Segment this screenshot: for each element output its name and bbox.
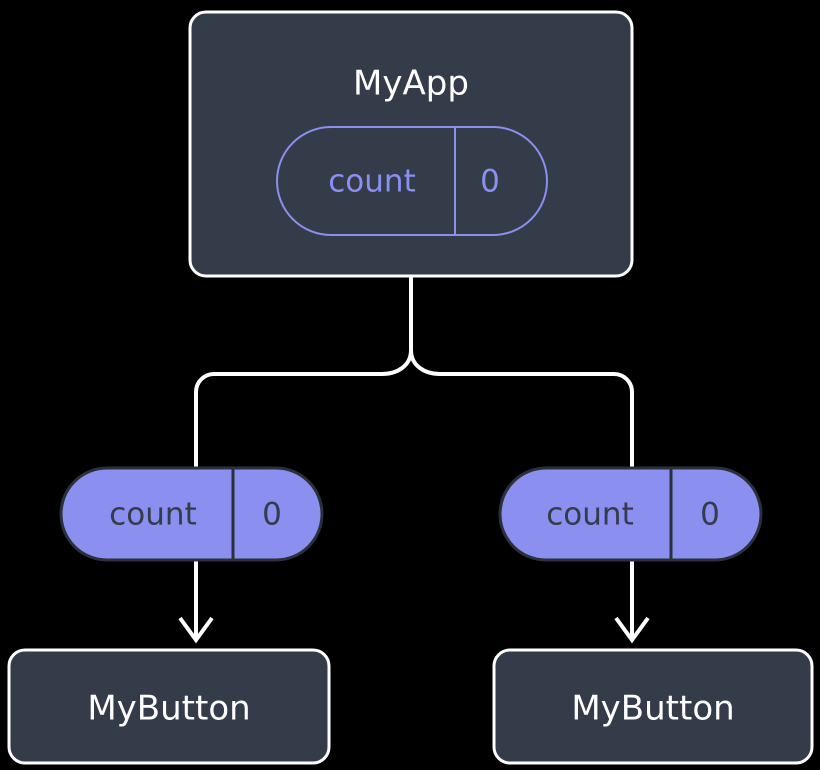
node-mybutton-left-label: MyButton bbox=[87, 689, 250, 729]
state-pill-right-value: 0 bbox=[700, 497, 720, 533]
state-pill-left-body[interactable] bbox=[59, 466, 324, 562]
state-pill-right-body[interactable] bbox=[498, 466, 763, 562]
edge-group bbox=[178, 276, 650, 644]
node-mybutton-left-box[interactable] bbox=[7, 648, 331, 765]
edge-branch-right bbox=[409, 349, 634, 468]
node-mybutton-right-label: MyButton bbox=[571, 689, 734, 729]
node-mybutton-right-box[interactable] bbox=[492, 648, 814, 765]
state-pill-myapp-value: 0 bbox=[480, 164, 500, 200]
state-pill-myapp[interactable]: count 0 bbox=[276, 126, 548, 236]
state-pill-right[interactable]: count 0 bbox=[498, 466, 763, 562]
node-myapp-label: MyApp bbox=[353, 64, 469, 104]
node-mybutton-left[interactable]: MyButton bbox=[7, 648, 331, 765]
state-pill-left-key: count bbox=[109, 497, 196, 533]
arrow-head-left-icon bbox=[178, 616, 214, 644]
node-myapp-box[interactable] bbox=[188, 10, 634, 278]
node-myapp[interactable]: MyApp count 0 bbox=[188, 10, 634, 278]
arrow-head-right-icon bbox=[614, 616, 650, 644]
state-pill-left[interactable]: count 0 bbox=[59, 466, 324, 562]
node-mybutton-right[interactable]: MyButton bbox=[492, 648, 814, 765]
state-pill-left-value: 0 bbox=[262, 497, 282, 533]
edge-branch-left bbox=[194, 349, 413, 468]
state-pill-myapp-key: count bbox=[328, 164, 415, 200]
state-pill-right-key: count bbox=[546, 497, 633, 533]
state-pill-myapp-outline bbox=[276, 126, 548, 236]
